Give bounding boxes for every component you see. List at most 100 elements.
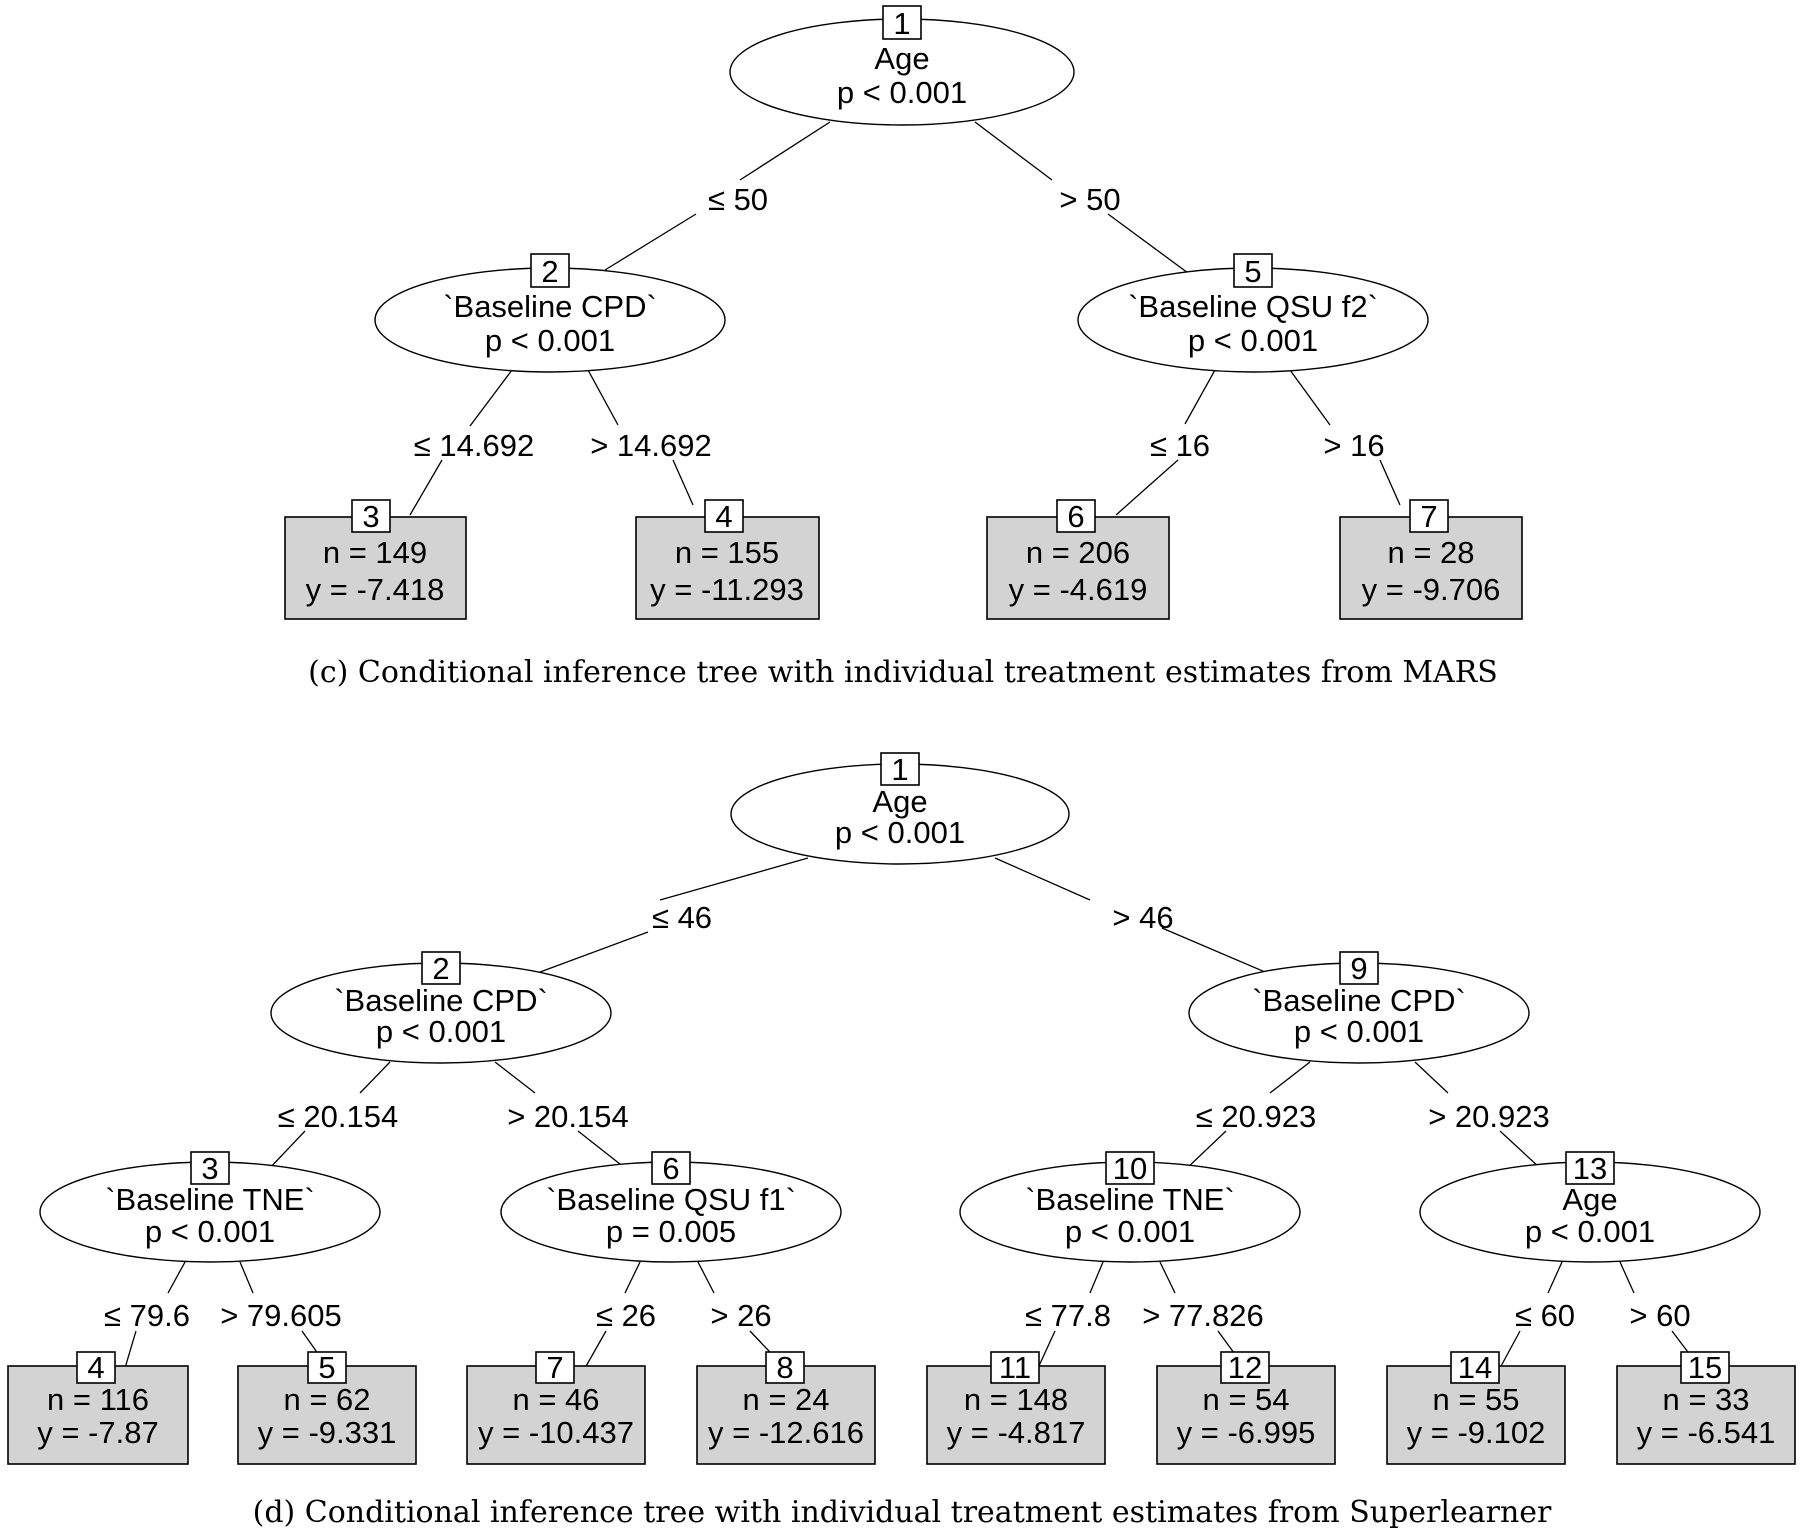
caption: (c) Conditional inference tree with indi… (308, 655, 1498, 690)
edge-label: > 26 (710, 1298, 771, 1333)
node-id: 2 (541, 254, 558, 289)
node-p-value: p = 0.005 (606, 1214, 736, 1249)
leaf-y: y = -4.817 (947, 1415, 1086, 1450)
edge-label: ≤ 50 (708, 182, 768, 217)
leaf-node: 4 n = 155 y = -11.293 (635, 499, 820, 620)
node-p-value: p < 0.001 (145, 1214, 275, 1249)
node-id: 4 (87, 1350, 104, 1385)
edge (624, 1261, 641, 1294)
node-id: 10 (1113, 1151, 1147, 1186)
inner-node: 5 `Baseline QSU f2` p < 0.001 (1077, 253, 1429, 373)
edge (697, 1261, 715, 1294)
edge (167, 1261, 186, 1294)
leaf-node: 6 n = 206 y = -4.619 (986, 499, 1170, 620)
node-id: 7 (1420, 499, 1437, 534)
leaf-n: n = 54 (1202, 1382, 1289, 1417)
node-variable: Age (1562, 1182, 1617, 1217)
leaf-y: y = -9.706 (1362, 572, 1501, 607)
edge-label: > 77.826 (1142, 1298, 1264, 1333)
edge-label: > 14.692 (590, 428, 712, 463)
edge (739, 121, 831, 181)
edge (1184, 1130, 1227, 1171)
edge (1619, 1261, 1635, 1294)
leaf-node: 14 n = 55 y = -9.102 (1386, 1350, 1566, 1465)
edge-label: ≤ 16 (1150, 428, 1210, 463)
leaf-y: y = -6.541 (1637, 1415, 1776, 1450)
node-id: 11 (999, 1350, 1031, 1385)
leaf-n: n = 55 (1432, 1382, 1519, 1417)
edge (1547, 1261, 1563, 1294)
inner-node: 13 Age p < 0.001 (1419, 1151, 1761, 1263)
edge (1115, 459, 1179, 516)
node-id: 7 (546, 1350, 563, 1385)
edge-label: ≤ 79.6 (104, 1298, 190, 1333)
edge (587, 369, 619, 426)
node-p-value: p < 0.001 (1294, 1014, 1424, 1049)
leaf-y: y = -9.102 (1407, 1415, 1546, 1450)
edge (239, 1261, 254, 1294)
node-variable: Age (872, 784, 927, 819)
edge-label: ≤ 14.692 (414, 428, 534, 463)
edge (1499, 1330, 1521, 1369)
inner-node: 1 Age p < 0.001 (729, 5, 1075, 126)
edge-label: > 79.605 (220, 1298, 342, 1333)
leaf-y: y = -12.616 (708, 1415, 864, 1450)
edge-label: > 20.923 (1428, 1099, 1550, 1134)
leaf-node: 11 n = 148 y = -4.817 (926, 1350, 1106, 1465)
leaf-node: 7 n = 46 y = -10.437 (466, 1350, 646, 1465)
edge-label: ≤ 20.154 (278, 1099, 398, 1134)
edge (577, 1130, 626, 1169)
leaf-node: 8 n = 24 y = -12.616 (696, 1350, 876, 1465)
caption: (d) Conditional inference tree with indi… (253, 1495, 1552, 1530)
edge (604, 213, 697, 271)
leaf-n: n = 149 (323, 535, 427, 570)
leaf-y: y = -10.437 (478, 1415, 634, 1450)
node-id: 3 (362, 499, 379, 534)
node-p-value: p < 0.001 (1188, 323, 1318, 358)
edge (531, 931, 649, 976)
edge (469, 369, 513, 427)
node-variable: `Baseline TNE` (1025, 1182, 1235, 1217)
edge-label: ≤ 20.923 (1196, 1099, 1316, 1134)
leaf-node: 3 n = 149 y = -7.418 (284, 499, 467, 620)
leaf-node: 12 n = 54 y = -6.995 (1156, 1350, 1336, 1465)
node-id: 8 (776, 1350, 793, 1385)
edge (659, 857, 809, 901)
inner-node: 9 `Baseline CPD` p < 0.001 (1188, 951, 1530, 1064)
leaf-n: n = 148 (964, 1382, 1068, 1417)
node-p-value: p < 0.001 (485, 323, 615, 358)
leaf-n: n = 116 (47, 1382, 149, 1417)
inner-node: 2 `Baseline CPD` p < 0.001 (374, 253, 726, 373)
node-variable: `Baseline QSU f1` (546, 1182, 796, 1217)
node-id: 9 (1350, 951, 1367, 986)
edge-label: ≤ 46 (652, 900, 712, 935)
node-variable: `Baseline QSU f2` (1128, 289, 1378, 324)
edge (994, 857, 1091, 901)
inner-node: 2 `Baseline CPD` p < 0.001 (270, 951, 612, 1064)
edge-label: ≤ 26 (596, 1298, 656, 1333)
leaf-n: n = 206 (1026, 535, 1130, 570)
leaf-n: n = 46 (512, 1382, 599, 1417)
leaf-y: y = -7.418 (306, 572, 445, 607)
node-id: 13 (1573, 1151, 1607, 1186)
edge (1037, 1330, 1056, 1369)
edge-label: > 50 (1059, 182, 1120, 217)
edge (1089, 1261, 1104, 1294)
leaf-y: y = -11.293 (650, 572, 804, 607)
node-p-value: p < 0.001 (1525, 1214, 1655, 1249)
leaf-node: 5 n = 62 y = -9.331 (237, 1350, 417, 1465)
leaf-node: 15 n = 33 y = -6.541 (1616, 1350, 1796, 1465)
edge (409, 459, 443, 516)
leaf-n: n = 24 (742, 1382, 829, 1417)
node-variable: `Baseline CPD` (443, 289, 657, 324)
edge (1107, 213, 1189, 274)
inner-node: 3 `Baseline TNE` p < 0.001 (39, 1151, 381, 1263)
node-id: 4 (715, 499, 732, 534)
node-id: 6 (1067, 499, 1084, 534)
edge-label: > 16 (1323, 428, 1384, 463)
edge-label: ≤ 60 (1515, 1298, 1575, 1333)
edge (1289, 369, 1331, 426)
leaf-y: y = -4.619 (1009, 572, 1148, 607)
leaf-y: y = -7.87 (37, 1415, 159, 1450)
